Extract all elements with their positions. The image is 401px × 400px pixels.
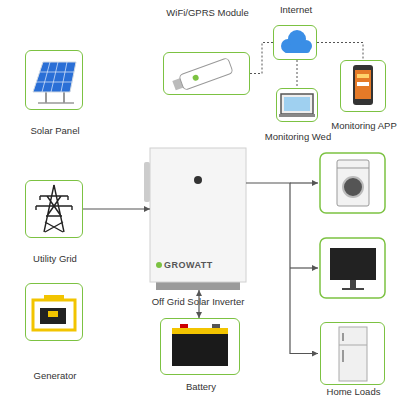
module-box: WiFi/GPRS Module	[163, 52, 250, 95]
node-label: Solar Panel	[0, 125, 129, 136]
branch-wire	[290, 183, 318, 268]
grid-box: Utility Grid	[25, 180, 83, 238]
node-label: Battery	[116, 381, 286, 392]
generator-icon	[33, 295, 75, 330]
generator-box: Generator	[25, 283, 83, 341]
washing-machine-icon	[320, 153, 385, 213]
wifi-dongle-icon	[171, 58, 233, 94]
solar-panel-box: Solar Panel	[25, 50, 83, 110]
node-label: Home Loads	[276, 386, 401, 397]
node-label: Internet	[229, 4, 363, 15]
battery-box: Battery	[160, 318, 240, 375]
connector	[246, 183, 318, 354]
cloud-icon	[281, 30, 312, 53]
internet-box: Internet	[273, 25, 317, 60]
connector	[317, 43, 363, 61]
web-box: Monitoring Wed	[276, 88, 318, 122]
pylon-icon	[36, 185, 72, 232]
node-label: Off Grid Solar Inverter	[105, 296, 291, 307]
fridge-icon	[339, 327, 367, 381]
connector	[297, 60, 298, 88]
home-loads-box: Home Loads	[320, 322, 385, 385]
laptop-icon	[279, 94, 315, 117]
node-label: Monitoring APP	[296, 120, 401, 131]
connector	[250, 43, 273, 74]
node-label: Utility Grid	[0, 253, 129, 264]
brand-logo: GROWATT	[164, 260, 213, 270]
monitor-icon	[320, 238, 385, 298]
node-label: Monitoring Wed	[232, 131, 364, 142]
node-label: Generator	[0, 370, 129, 381]
app-box: Monitoring APP	[340, 60, 386, 112]
battery-icon	[172, 324, 228, 366]
node-label: WiFi/GPRS Module	[119, 7, 296, 18]
connector	[83, 208, 150, 209]
phone-icon	[353, 65, 373, 105]
solar-panel-icon	[33, 62, 76, 103]
inverter-cabinet	[144, 148, 246, 290]
